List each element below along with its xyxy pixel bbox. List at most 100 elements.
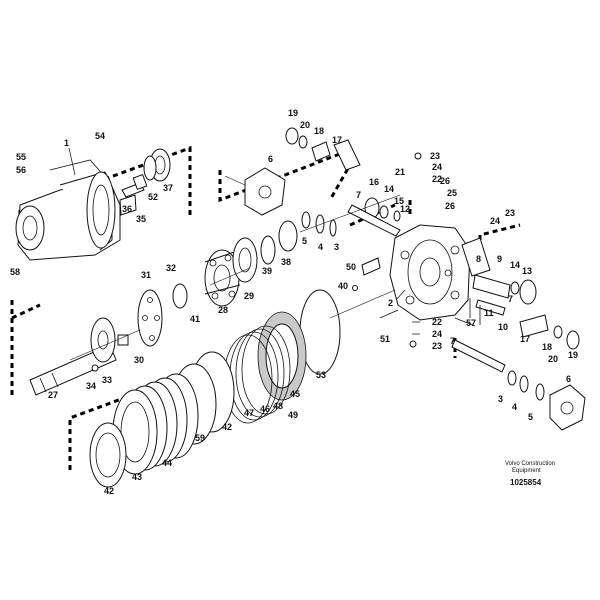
callout-45: 45 <box>290 389 300 399</box>
callout-48: 48 <box>273 401 283 411</box>
callout-29: 29 <box>244 291 254 301</box>
callout-13: 13 <box>522 266 532 276</box>
callout-5-b: 5 <box>528 412 533 422</box>
callout-26-b: 26 <box>445 201 455 211</box>
motor-housing <box>15 159 121 261</box>
callout-38: 38 <box>281 257 291 267</box>
callout-14: 14 <box>384 184 394 194</box>
callout-12: 12 <box>400 204 410 214</box>
callout-24-c: 24 <box>432 329 442 339</box>
callout-34: 34 <box>86 381 96 391</box>
callout-8: 8 <box>476 254 481 264</box>
rings-29-38-39 <box>232 220 298 283</box>
callout-20: 20 <box>300 120 310 130</box>
callout-42-b: 42 <box>104 486 114 496</box>
output-shaft <box>29 317 129 396</box>
callout-35: 35 <box>136 214 146 224</box>
callout-22: 22 <box>432 317 442 327</box>
callout-23: 23 <box>430 151 440 161</box>
callout-23-b: 23 <box>505 208 515 218</box>
callout-51: 51 <box>380 334 390 344</box>
callout-18-b: 18 <box>542 342 552 352</box>
callout-32: 32 <box>166 263 176 273</box>
friction-plates <box>89 351 235 488</box>
drawing-number: 1025854 <box>510 478 542 487</box>
callout-37: 37 <box>163 183 173 193</box>
callout-16: 16 <box>369 177 379 187</box>
piston-plate <box>137 283 188 347</box>
callout-23-c: 23 <box>432 341 442 351</box>
callout-18: 18 <box>314 126 324 136</box>
callout-9: 9 <box>497 254 502 264</box>
relief-valve-top <box>285 127 361 171</box>
callout-54: 54 <box>95 131 105 141</box>
callout-46: 46 <box>260 404 270 414</box>
callout-50: 50 <box>346 262 356 272</box>
spool-parts-top <box>347 197 401 237</box>
callout-7-c: 7 <box>450 336 455 346</box>
callout-27: 27 <box>48 390 58 400</box>
callout-42: 42 <box>222 422 232 432</box>
bolts <box>379 152 476 348</box>
callout-24: 24 <box>432 162 442 172</box>
callout-47: 47 <box>244 408 254 418</box>
callout-59: 59 <box>195 433 205 443</box>
rod-assembly-lower-right <box>451 339 586 431</box>
callout-30: 30 <box>134 355 144 365</box>
callout-58: 58 <box>10 267 20 277</box>
callout-15: 15 <box>394 196 404 206</box>
small-spring <box>352 257 381 291</box>
callout-10: 10 <box>498 322 508 332</box>
callout-5: 5 <box>302 236 307 246</box>
callouts: 1 2 3 3 4 4 5 5 6 6 7 7 7 8 9 10 11 12 1… <box>10 108 578 496</box>
callout-36: 36 <box>122 204 132 214</box>
callout-20-b: 20 <box>548 354 558 364</box>
callout-6-b: 6 <box>566 374 571 384</box>
callout-43: 43 <box>132 472 142 482</box>
callout-6: 6 <box>268 154 273 164</box>
callout-53: 53 <box>316 370 326 380</box>
callout-3: 3 <box>334 242 339 252</box>
spool-parts-right <box>469 274 537 325</box>
valve-block <box>389 224 491 321</box>
drawing-stamp: Volvo Construction Equipment 1025854 <box>505 461 555 487</box>
callout-33: 33 <box>102 375 112 385</box>
valve-cover-top <box>224 167 286 216</box>
callout-4-b: 4 <box>512 402 517 412</box>
seal-rings-upper <box>301 211 337 237</box>
callout-26: 26 <box>440 176 450 186</box>
callout-57: 57 <box>466 318 476 328</box>
callout-21: 21 <box>395 167 405 177</box>
shaft-parts-upper-left <box>119 174 148 216</box>
callout-56: 56 <box>16 165 26 175</box>
callout-40: 40 <box>338 281 348 291</box>
callout-22-b: 22 <box>432 174 442 184</box>
callout-44: 44 <box>162 458 172 468</box>
relief-valve-right <box>519 314 580 350</box>
centre-axes <box>69 194 401 361</box>
callout-1: 1 <box>64 138 69 148</box>
callout-25: 25 <box>447 188 457 198</box>
callout-39: 39 <box>262 266 272 276</box>
callout-49: 49 <box>288 410 298 420</box>
manufacturer-line-2: Equipment <box>512 468 541 474</box>
callout-7: 7 <box>356 190 361 200</box>
manufacturer-line-1: Volvo Construction <box>505 461 555 467</box>
callout-19-b: 19 <box>568 350 578 360</box>
callout-31: 31 <box>141 270 151 280</box>
callout-24-b: 24 <box>490 216 500 226</box>
callout-19: 19 <box>288 108 298 118</box>
callout-2: 2 <box>388 298 393 308</box>
bearing-37 <box>143 148 171 182</box>
callout-3-b: 3 <box>498 394 503 404</box>
callout-17: 17 <box>332 135 342 145</box>
cylinder-block-28 <box>204 249 241 307</box>
callout-28: 28 <box>218 305 228 315</box>
callout-11: 11 <box>484 308 494 318</box>
callout-41: 41 <box>190 314 200 324</box>
callout-17-b: 17 <box>520 334 530 344</box>
callout-7-b: 7 <box>508 294 513 304</box>
callout-55: 55 <box>16 152 26 162</box>
callout-14-b: 14 <box>510 260 520 270</box>
